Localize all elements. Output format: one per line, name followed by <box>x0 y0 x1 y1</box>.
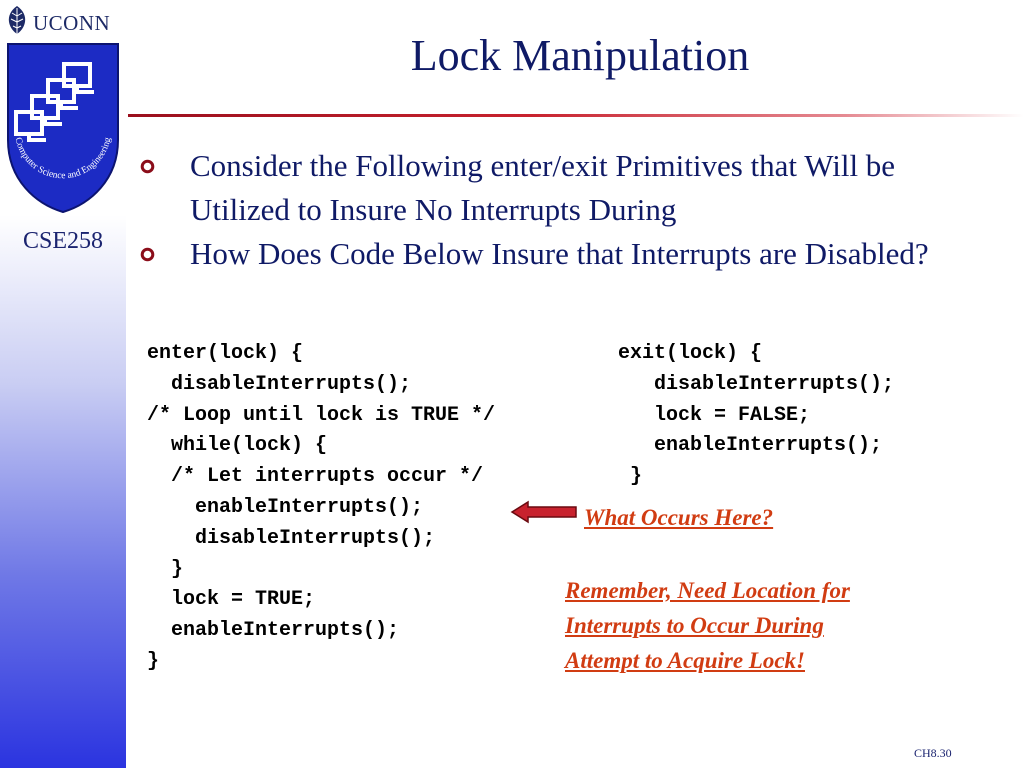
uconn-logo: UCONN <box>4 4 122 38</box>
code-line: /* Let interrupts occur */ <box>147 465 484 489</box>
page-number: CH8.30 <box>914 746 952 760</box>
remember-note: Remember, Need Location for Interrupts t… <box>565 573 850 678</box>
code-line: lock = TRUE; <box>147 588 316 612</box>
hollow-circle-bullet-icon <box>140 159 155 174</box>
exit-lock-code: exit(lock) { disableInterrupts(); lock =… <box>618 339 894 493</box>
left-arrow-icon <box>510 500 577 524</box>
code-line: } <box>147 557 184 581</box>
code-line: /* Loop until lock is TRUE */ <box>147 403 496 427</box>
note-line: Interrupts to Occur During <box>565 613 824 638</box>
code-line: disableInterrupts(); <box>147 372 412 396</box>
code-line: disableInterrupts(); <box>618 372 895 396</box>
bullet-text: How Does Code Below Insure that Interrup… <box>190 236 929 271</box>
sidebar: UCONN Computer Science and Engineering C… <box>0 0 126 768</box>
what-occurs-note: What Occurs Here? <box>584 505 774 530</box>
code-line: exit(lock) { <box>618 342 763 365</box>
note-line: Attempt to Acquire Lock! <box>565 648 805 673</box>
code-line: lock = FALSE; <box>618 403 811 427</box>
oak-leaf-icon <box>8 6 26 34</box>
code-line: } <box>147 649 160 673</box>
note-line: Remember, Need Location for <box>565 578 850 603</box>
enter-lock-code: enter(lock) { disableInterrupts(); /* Lo… <box>147 339 495 678</box>
title-divider <box>128 114 1024 117</box>
bullet-text: Consider the Following enter/exit Primit… <box>190 148 896 227</box>
code-line: enter(lock) { <box>147 342 304 365</box>
code-line: disableInterrupts(); <box>147 526 436 550</box>
slide-title: Lock Manipulation <box>410 31 750 80</box>
org-name: UCONN <box>33 11 111 35</box>
code-line: while(lock) { <box>147 434 328 458</box>
bullet-item: How Does Code Below Insure that Interrup… <box>140 232 1000 276</box>
code-line: enableInterrupts(); <box>618 434 883 458</box>
bullet-item: Consider the Following enter/exit Primit… <box>140 144 1000 232</box>
code-line: enableInterrupts(); <box>147 495 424 519</box>
course-code: CSE258 <box>22 228 103 254</box>
code-line: } <box>618 465 643 489</box>
code-line: enableInterrupts(); <box>147 619 400 643</box>
hollow-circle-bullet-icon <box>140 247 155 262</box>
computer-science-seal-icon: Computer Science and Engineering <box>7 43 119 214</box>
